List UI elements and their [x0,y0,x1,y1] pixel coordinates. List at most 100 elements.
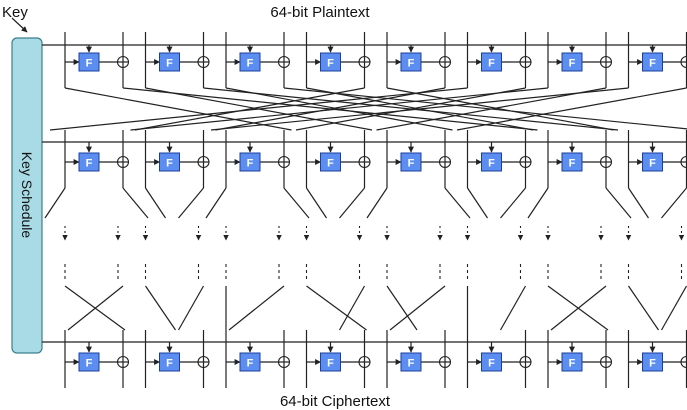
f-function-box: F [400,52,422,72]
permutation-wire [145,187,166,219]
f-function-box: F [78,352,100,372]
f-box-rect [78,352,100,372]
f-box-label: F [247,158,254,170]
permutation-wire [550,285,607,331]
permutation-wire [527,187,549,219]
f-function-box: F [481,352,502,372]
permutation-wire [134,87,365,131]
f-function-box: F [561,52,583,72]
f-function-box: F [239,352,261,372]
f-box-rect [320,152,341,172]
f-box-label: F [488,158,495,170]
f-function-box: F [239,152,261,172]
permutation-wire [386,285,418,331]
xor-icon [599,355,613,369]
xor-icon [438,155,452,169]
f-function-box: F [642,352,663,372]
xor-icon [358,55,371,69]
f-box-rect [78,52,100,72]
f-box-rect [239,52,261,72]
permutation-wire [177,285,205,331]
f-box-rect [642,52,663,72]
f-box-rect [481,152,502,172]
f-box-label: F [408,158,415,170]
f-box-rect [400,52,422,72]
f-box-label: F [86,358,93,370]
f-box-label: F [649,58,656,70]
ciphertext-label: 64-bit Ciphertext [280,393,391,410]
f-box-label: F [569,158,576,170]
f-box-label: F [166,58,173,70]
xor-icon [277,355,291,369]
permutation-wire [215,87,446,131]
f-box-label: F [247,358,254,370]
xor-icon [599,155,613,169]
permutation-wire [122,187,149,219]
xor-icon [277,55,291,69]
permutation-wire [456,87,687,131]
f-box-rect [481,52,502,72]
permutation-wire [205,187,227,219]
f-box-label: F [569,358,576,370]
f-box-rect [239,152,261,172]
f-function-box: F [320,52,341,72]
f-function-box: F [159,152,180,172]
wire-layer [42,32,687,388]
xor-icon [599,55,613,69]
f-function-box: F [561,352,583,372]
permutation-wire [499,285,527,331]
xor-icon [519,55,532,69]
f-box-label: F [86,158,93,170]
f-function-box: F [159,352,180,372]
f-box-rect [481,352,502,372]
xor-icon [358,355,371,369]
f-function-box: F [159,52,180,72]
permutation-wire [44,187,66,219]
f-box-rect [159,52,180,72]
xor-icon [197,55,210,69]
key-input-arrow [11,17,28,33]
f-function-box: F [320,352,341,372]
xor-icon [116,355,130,369]
xor-icon [519,355,532,369]
permutation-wire [500,187,526,219]
f-box-rect [561,152,583,172]
xor-icon [680,155,687,169]
f-function-box: F [400,152,422,172]
permutation-wire [386,87,614,131]
permutation-wire [389,285,446,331]
permutation-wire [178,187,204,219]
f-function-box: F [320,152,341,172]
xor-icon [197,155,210,169]
xor-icon [277,155,291,169]
f-function-box: F [561,152,583,172]
f-function-box: F [239,52,261,72]
xor-icon [680,355,687,369]
permutation-wire [283,187,310,219]
permutation-wire [338,285,366,331]
xor-icon [438,355,452,369]
f-box-label: F [86,58,93,70]
permutation-wire [210,87,629,131]
f-box-rect [400,152,422,172]
f-function-box: F [481,152,502,172]
permutation-wire [376,87,607,131]
f-box-rect [239,352,261,372]
f-box-label: F [649,358,656,370]
permutation-wire [366,187,388,219]
permutation-wire [444,187,471,219]
f-function-box: F [481,52,502,72]
xor-icon [116,55,130,69]
f-box-rect [320,352,341,372]
f-box-label: F [327,158,334,170]
f-box-label: F [327,358,334,370]
f-box-label: F [408,58,415,70]
f-box-label: F [488,358,495,370]
xor-icon [116,155,130,169]
xor-icon [358,155,371,169]
f-box-label: F [569,58,576,70]
xor-icon [197,355,210,369]
f-box-label: F [247,58,254,70]
key-label: Key [2,4,28,21]
f-function-box: F [642,152,663,172]
